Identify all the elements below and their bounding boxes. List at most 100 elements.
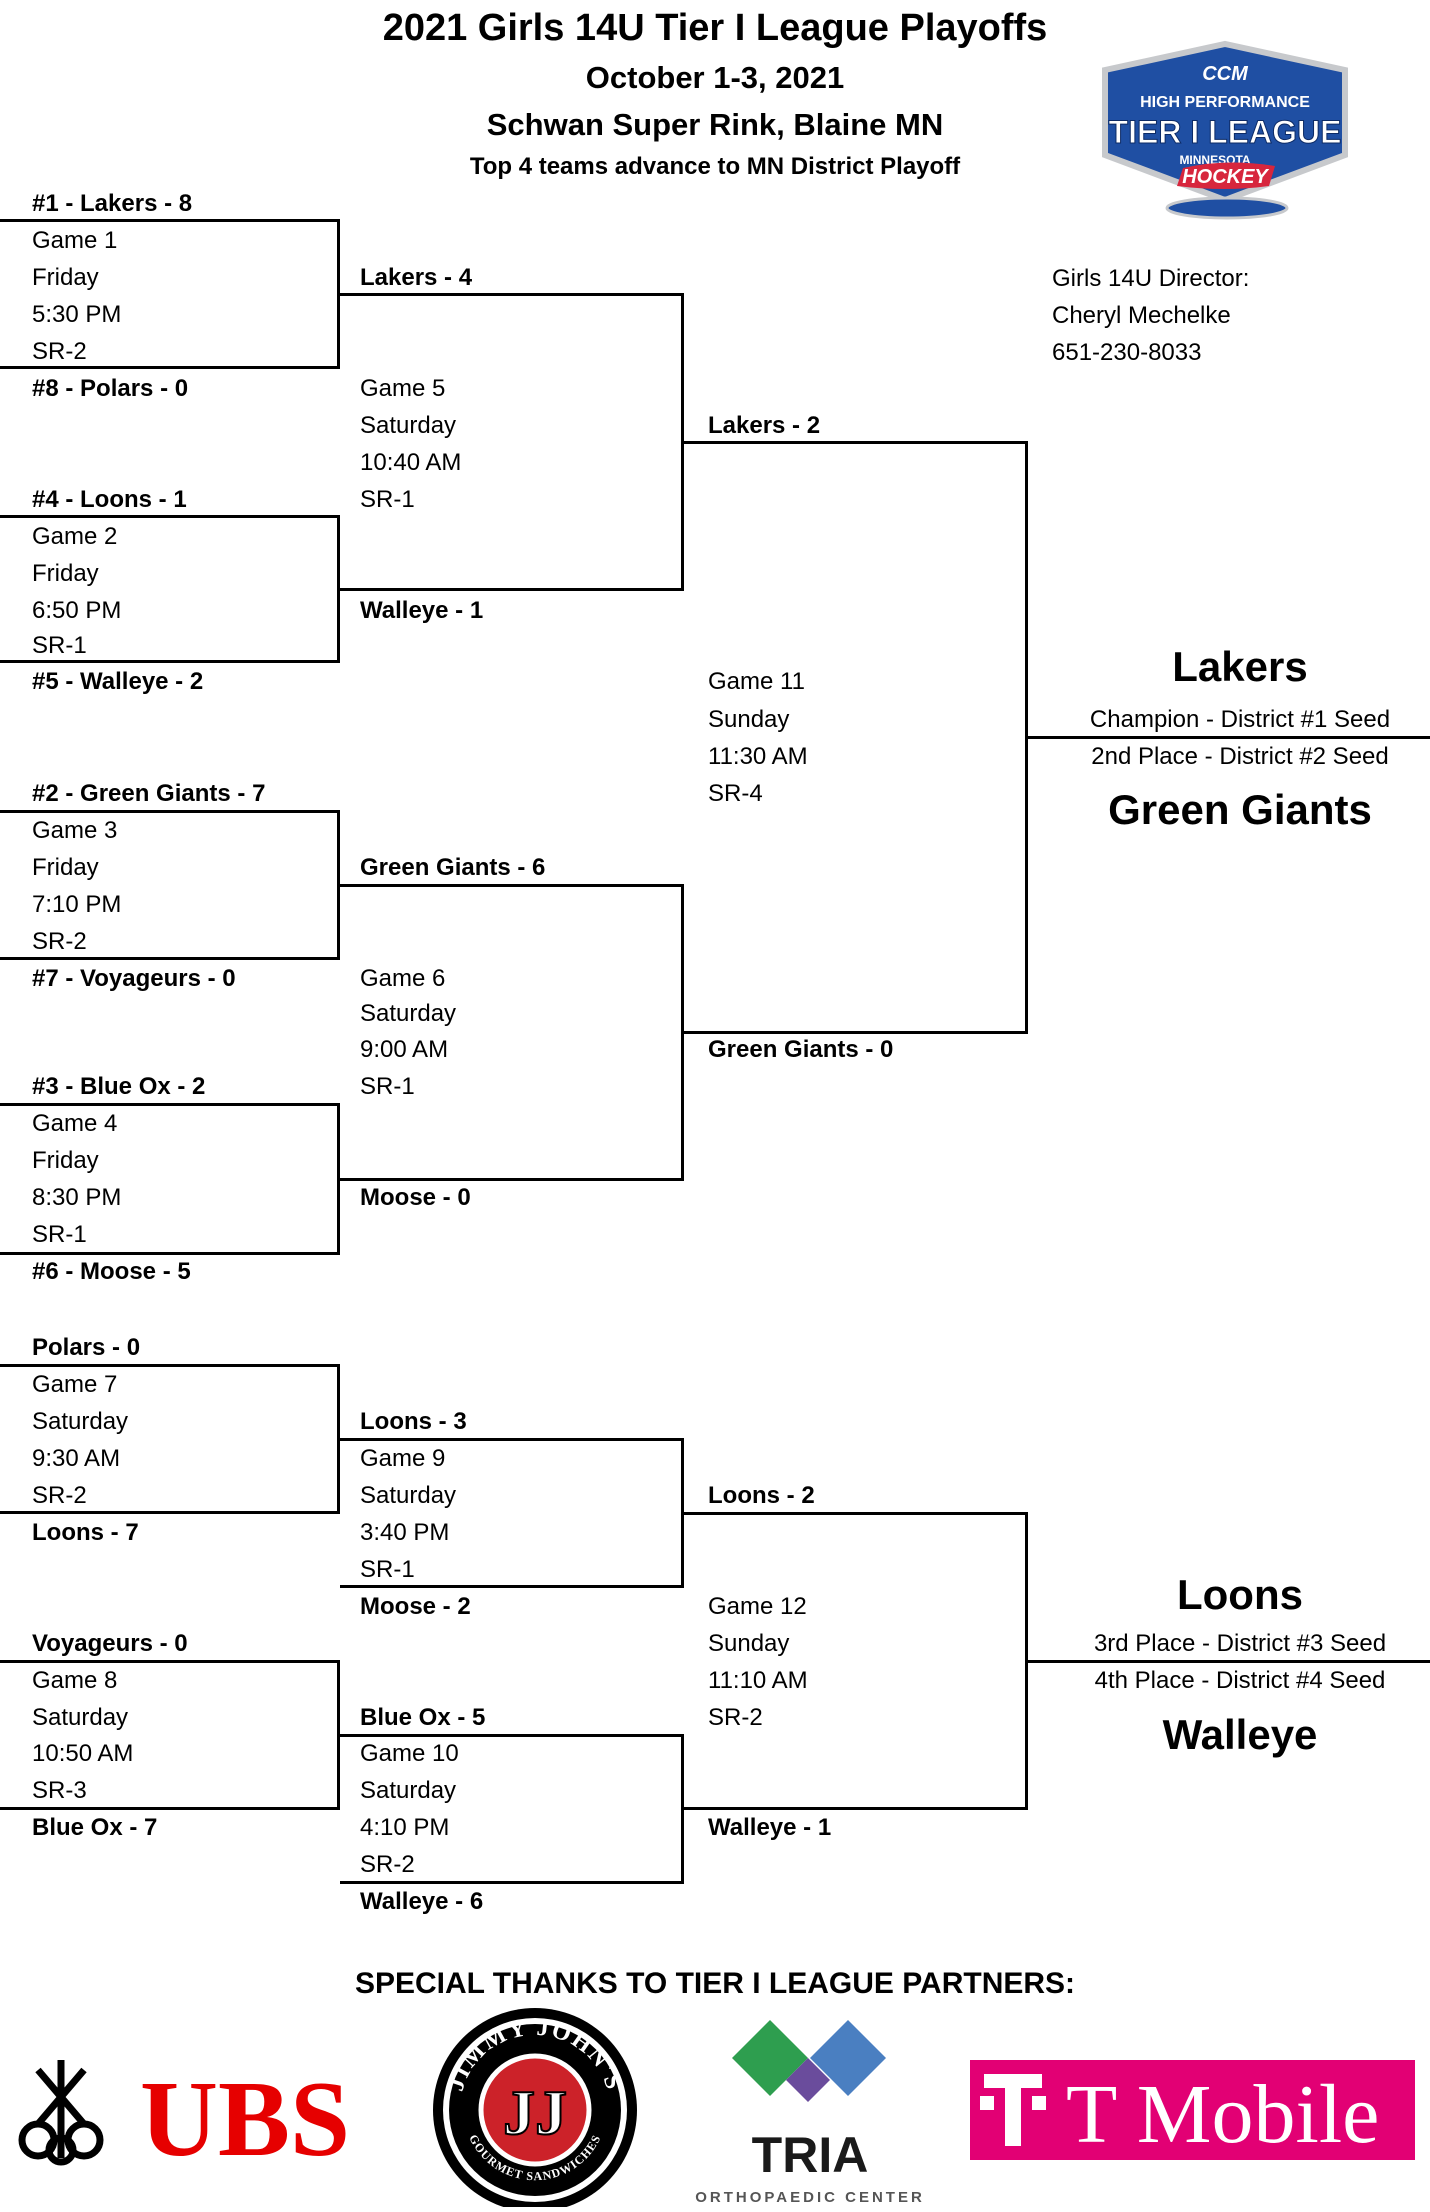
game9-label: Game 9 (360, 1445, 446, 1472)
bracket-line (681, 1438, 684, 1588)
game10-label: Game 10 (360, 1740, 459, 1767)
game11-rink: SR-4 (708, 780, 763, 807)
bracket-line (684, 1807, 1028, 1810)
game8-rink: SR-3 (32, 1777, 87, 1804)
jj-mark: JJ (503, 2077, 567, 2148)
bracket-line (337, 1660, 340, 1810)
game11-day: Sunday (708, 706, 790, 733)
game6-time: 9:00 AM (360, 1036, 449, 1063)
game3-team-top: #2 - Green Giants - 7 (32, 780, 266, 807)
event-venue: Schwan Super Rink, Blaine MN (486, 107, 944, 142)
second-name: Green Giants (1108, 786, 1372, 833)
game11-team-bottom: Green Giants - 0 (708, 1036, 894, 1063)
game9-team-bottom: Moose - 2 (360, 1593, 471, 1620)
jimmy-johns-logo-icon: JIMMY JOHN'S GOURMET SANDWICHES JJ (425, 2000, 645, 2212)
logo-line1: CCM (1202, 63, 1249, 85)
game2-team-bottom: #5 - Walleye - 2 (32, 668, 204, 695)
bracket-line (681, 884, 684, 1181)
game6-label: Game 6 (360, 965, 446, 992)
ccm-tier-i-league-logo-icon: CCM HIGH PERFORMANCE TIER I LEAGUE MINNE… (1085, 40, 1365, 220)
ubs-wordmark: UBS (140, 2060, 350, 2179)
results-divider (1028, 1660, 1430, 1663)
game10-rink: SR-2 (360, 1851, 415, 1878)
game12-team-top: Loons - 2 (708, 1482, 815, 1509)
tmobile-wordmark: T Mobile (1066, 2068, 1379, 2160)
game5-label: Game 5 (360, 375, 446, 402)
bracket-line (0, 810, 340, 813)
game12-day: Sunday (708, 1630, 790, 1657)
game6-rink: SR-1 (360, 1073, 415, 1100)
game8-day: Saturday (32, 1704, 129, 1731)
game1-day: Friday (32, 264, 99, 291)
game10-team-top: Blue Ox - 5 (360, 1704, 486, 1731)
game1-team-top: #1 - Lakers - 8 (32, 190, 193, 217)
game5-rink: SR-1 (360, 486, 415, 513)
fourth-label: 4th Place - District #4 Seed (1094, 1667, 1386, 1694)
game1-label: Game 1 (32, 227, 118, 254)
bracket-line (684, 441, 1028, 444)
game3-label: Game 3 (32, 817, 118, 844)
game9-day: Saturday (360, 1482, 457, 1509)
third-name: Loons (1177, 1571, 1303, 1618)
game4-team-top: #3 - Blue Ox - 2 (32, 1073, 206, 1100)
game5-team-bottom: Walleye - 1 (360, 597, 484, 624)
game11-team-top: Lakers - 2 (708, 412, 821, 439)
bracket-line (340, 884, 684, 887)
bracket-line (1025, 441, 1028, 1034)
game1-team-bottom: #8 - Polars - 0 (32, 375, 189, 402)
tria-tagline: ORTHOPAEDIC CENTER (695, 2189, 925, 2206)
logo-line2: HIGH PERFORMANCE (1140, 94, 1310, 111)
game4-day: Friday (32, 1147, 99, 1174)
game8-team-bottom: Blue Ox - 7 (32, 1814, 158, 1841)
page-title: 2021 Girls 14U Tier I League Playoffs (382, 7, 1048, 49)
bracket-line (681, 293, 684, 591)
tria-wordmark: TRIA (752, 2127, 869, 2183)
game2-label: Game 2 (32, 523, 118, 550)
game4-time: 8:30 PM (32, 1184, 122, 1211)
game12-time: 11:10 AM (708, 1667, 808, 1694)
game10-team-bottom: Walleye - 6 (360, 1888, 484, 1915)
game5-team-top: Lakers - 4 (360, 264, 473, 291)
bracket-line (337, 1364, 340, 1514)
champion-label: Champion - District #1 Seed (1089, 706, 1391, 733)
bracket-line (0, 1103, 340, 1106)
second-label: 2nd Place - District #2 Seed (1091, 743, 1389, 770)
bracket-line (0, 1807, 340, 1810)
bracket-line (1025, 1512, 1028, 1810)
game11-label: Game 11 (708, 668, 805, 695)
bracket-line (0, 1364, 340, 1367)
game4-label: Game 4 (32, 1110, 118, 1137)
game10-time: 4:10 PM (360, 1814, 450, 1841)
game9-time: 3:40 PM (360, 1519, 450, 1546)
game3-rink: SR-2 (32, 928, 87, 955)
tria-logo-icon: TRIA ORTHOPAEDIC CENTER (690, 2012, 930, 2207)
bracket-line (337, 1103, 340, 1255)
tmobile-logo-icon: T Mobile (970, 2060, 1415, 2161)
game8-time: 10:50 AM (32, 1740, 134, 1767)
bracket-line (681, 1734, 684, 1884)
bracket-line (684, 1512, 1028, 1515)
game8-team-top: Voyageurs - 0 (32, 1630, 188, 1657)
event-dates: October 1-3, 2021 (585, 60, 845, 95)
game2-rink: SR-1 (32, 632, 87, 659)
bracket-line (340, 1881, 684, 1884)
ubs-keys-logo-icon: UBS (0, 2040, 380, 2180)
game7-day: Saturday (32, 1408, 129, 1435)
game12-rink: SR-2 (708, 1704, 763, 1731)
bracket-line (0, 219, 340, 222)
game5-day: Saturday (360, 412, 457, 439)
bracket-line (0, 1252, 340, 1255)
game2-time: 6:50 PM (32, 597, 122, 624)
bracket-line (340, 1585, 684, 1588)
bracket-line (337, 219, 340, 369)
bracket-line (337, 515, 340, 663)
bracket-line (0, 515, 340, 518)
game7-label: Game 7 (32, 1371, 118, 1398)
game1-rink: SR-2 (32, 338, 87, 365)
event-note: Top 4 teams advance to MN District Playo… (469, 153, 961, 180)
bracket-line (684, 1031, 1028, 1034)
logo-line5: HOCKEY (1182, 166, 1269, 188)
bracket-line (340, 588, 684, 591)
game7-time: 9:30 AM (32, 1445, 121, 1472)
